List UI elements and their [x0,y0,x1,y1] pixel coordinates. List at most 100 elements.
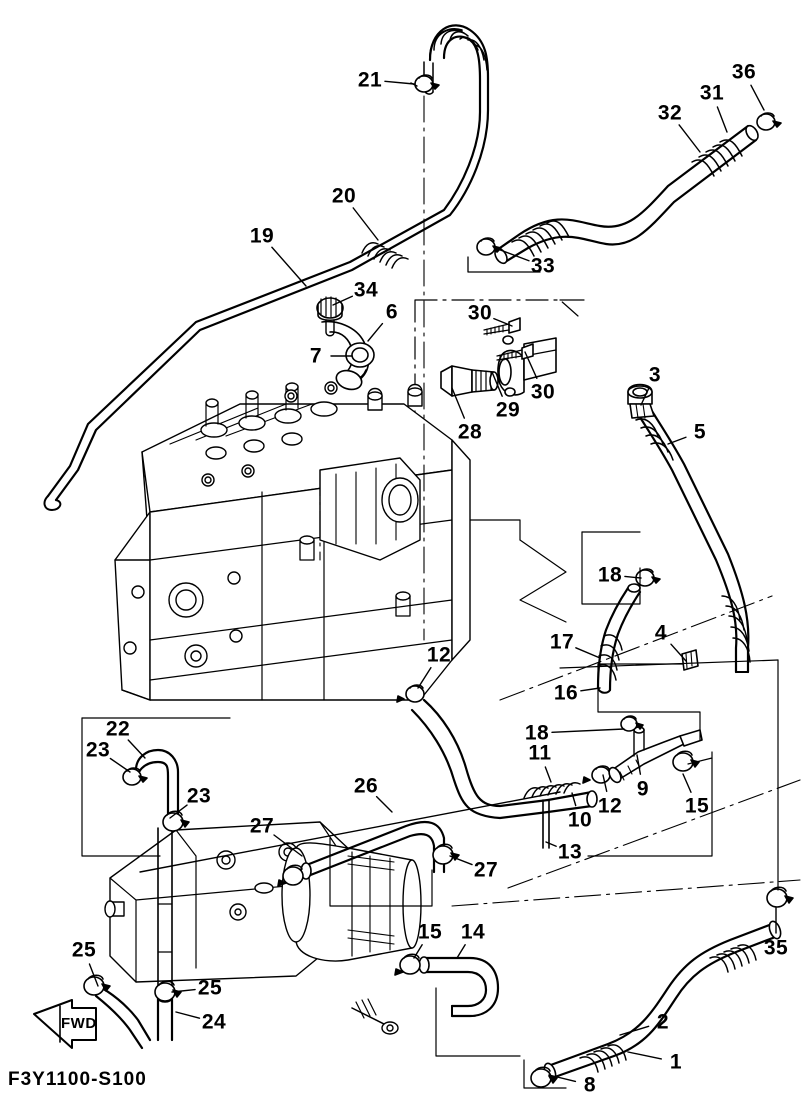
callout-21: 21 [357,68,383,92]
leader-line-20 [352,207,379,241]
callout-5: 5 [693,420,707,444]
part-3-fitting [627,383,655,419]
leader-line-34 [332,295,354,306]
clamp-33-glyph [476,237,502,256]
callout-12: 12 [597,794,623,818]
hose-1-assembly [523,659,794,1089]
leader-line-36 [750,84,765,111]
leader-line-33 [494,247,530,262]
hose-26-assembly [277,820,460,907]
callout-2: 2 [656,1010,670,1034]
leader-line-27 [449,855,473,866]
hose-24-assembly [83,974,182,1050]
leader-line-18 [551,728,625,734]
gearcase-assembly [104,821,422,1035]
leader-line-11 [544,766,552,783]
clamp-15-glyph [672,750,700,772]
leader-line-4 [670,643,687,662]
leader-line-2 [619,1025,650,1036]
callout-35: 35 [763,936,789,960]
callout-17: 17 [549,630,575,654]
callout-30: 30 [530,380,556,404]
hose-22-assembly [81,717,231,857]
callout-29: 29 [495,398,521,422]
clamp-23-top-glyph [122,767,148,786]
clamp-27-left-glyph [277,864,304,887]
callout-1: 1 [669,1050,683,1074]
callout-25: 25 [197,976,223,1000]
leader-line-13 [545,841,557,847]
leader-line-31 [716,106,728,133]
leader-line-29 [491,371,503,397]
leader-line-30 [524,351,538,380]
callout-3: 3 [648,363,662,387]
callout-30: 30 [467,301,493,325]
callout-32: 32 [657,101,683,125]
clamp-18b-glyph [620,715,644,732]
callout-9: 9 [636,777,650,801]
callout-11: 11 [528,741,552,765]
engine-block [114,381,471,701]
callout-34: 34 [353,278,379,302]
fwd-marker-label: FWD [61,1015,97,1032]
callout-23: 23 [85,738,111,762]
hose-19-20-assembly [43,24,490,511]
leader-line-3 [640,387,650,406]
clamp-21-glyph [410,74,440,93]
callout-26: 26 [353,774,379,798]
callout-25: 25 [71,938,97,962]
leader-line-1 [627,1051,663,1060]
leader-line-15 [413,944,423,959]
fwd-arrow-icon [33,999,97,1049]
leader-line-25 [171,988,196,993]
callout-8: 8 [583,1073,597,1097]
callout-27: 27 [249,814,275,838]
leader-line-10 [571,792,577,807]
leader-line-32 [678,124,701,153]
leader-line-27 [273,834,303,857]
callout-10: 10 [567,808,593,832]
leader-line-23 [109,757,131,773]
leader-line-12 [417,666,432,689]
callout-12: 12 [426,643,452,667]
leader-line-12 [602,774,608,793]
part-28-thermostat [440,365,499,397]
drawing-number: F3Y1100-S100 [8,1069,147,1090]
leader-line-8 [548,1074,577,1083]
leader-line-23 [169,804,188,819]
clamp-25-left-glyph [83,974,111,996]
leader-line-26 [375,795,393,813]
callout-19: 19 [249,224,275,248]
leader-line-30 [493,317,513,327]
clamp-8-glyph [530,1066,558,1088]
clamp-12-glyph [396,684,425,703]
callout-27: 27 [473,858,499,882]
hose-11-assembly [396,663,713,857]
callout-24: 24 [201,1010,227,1034]
leader-line-5 [667,436,687,445]
clamp-27-right-glyph [432,843,460,865]
callout-16: 16 [553,681,579,705]
callout-22: 22 [105,717,131,741]
clamp-15-bottom-glyph [394,953,421,976]
leader-line-9 [636,754,642,775]
callout-31: 31 [699,81,725,105]
hose-17-assembly [581,531,661,694]
leader-line-14 [456,944,466,959]
leader-line-24 [175,1011,201,1019]
callout-14: 14 [460,920,486,944]
leader-line-21 [384,80,415,85]
clamp-35-glyph [766,886,794,908]
leader-line-25 [88,963,99,987]
hose-31-assembly [467,112,782,273]
callout-36: 36 [731,60,757,84]
hose-5-assembly [627,383,751,674]
leader-line-18 [624,575,642,579]
clamp-12b-glyph [582,765,611,784]
callout-18: 18 [524,721,550,745]
leader-line-19 [271,246,307,287]
leader-line-28 [451,387,466,419]
callout-13: 13 [557,840,583,864]
